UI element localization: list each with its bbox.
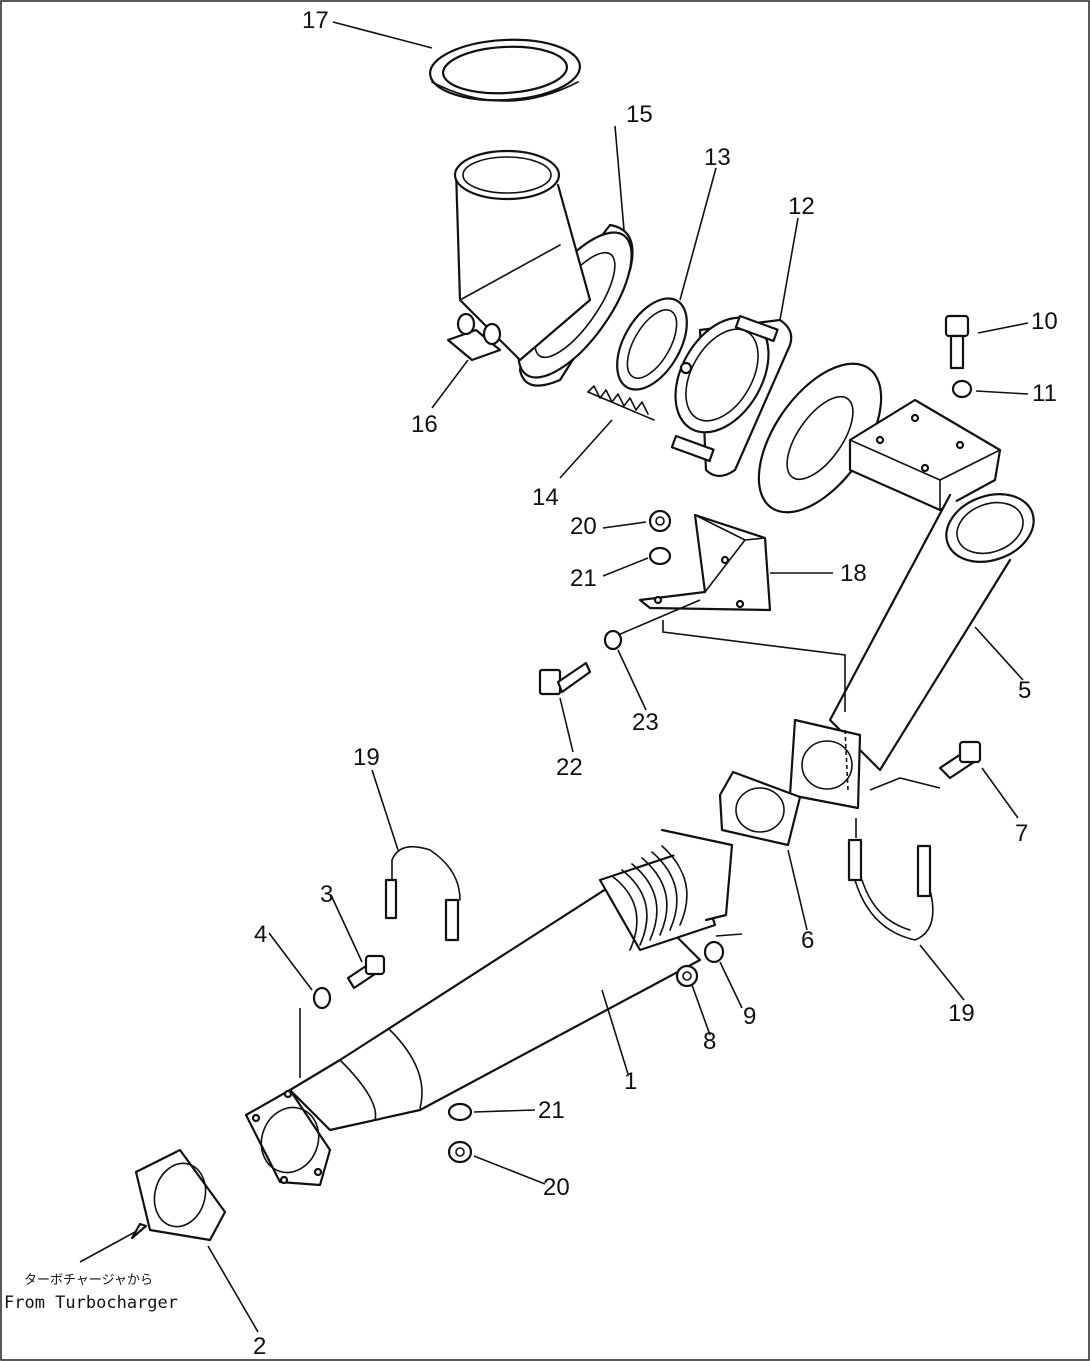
callout-23: 23 xyxy=(632,709,659,736)
callout-4: 4 xyxy=(254,921,267,948)
part-4-washer xyxy=(312,986,332,1010)
part-8-nut xyxy=(675,964,699,988)
part-15-elbow xyxy=(453,149,634,387)
part-21-washer-lower xyxy=(447,1102,473,1122)
callout-leaders xyxy=(79,21,1029,1333)
part-7-bolt xyxy=(938,740,982,780)
callout-5: 5 xyxy=(1018,677,1031,704)
callout-12: 12 xyxy=(788,193,815,220)
callout-10: 10 xyxy=(1031,308,1058,335)
part-11-washer xyxy=(951,379,973,399)
callout-20-lower: 20 xyxy=(543,1174,570,1201)
part-1-main-pipe xyxy=(244,828,734,1187)
part-16-nut-plate xyxy=(446,312,502,362)
callout-14: 14 xyxy=(532,484,559,511)
callout-21-lower: 21 xyxy=(538,1097,565,1124)
part-6-gasket xyxy=(718,770,802,847)
callout-1: 1 xyxy=(624,1068,637,1095)
part-21-washer-upper xyxy=(648,546,672,566)
callout-20-upper: 20 xyxy=(570,513,597,540)
part-17-ring xyxy=(428,38,582,102)
part-20-nut-lower xyxy=(447,1140,473,1164)
callout-21-upper: 21 xyxy=(570,565,597,592)
callout-9: 9 xyxy=(743,1003,756,1030)
callout-6: 6 xyxy=(801,927,814,954)
part-18-bracket xyxy=(638,513,772,612)
callout-18: 18 xyxy=(840,560,867,587)
part-9-washer xyxy=(703,940,725,964)
callout-19-left: 19 xyxy=(353,744,380,771)
callout-13: 13 xyxy=(704,144,731,171)
part-13-gasket xyxy=(616,297,688,391)
inlet-note-en: From Turbocharger xyxy=(4,1293,178,1313)
callout-8: 8 xyxy=(703,1028,716,1055)
part-22-bolt xyxy=(538,661,592,696)
callout-19-right: 19 xyxy=(948,1000,975,1027)
callout-3: 3 xyxy=(320,881,333,908)
callout-2: 2 xyxy=(253,1333,266,1360)
part-20-nut-upper xyxy=(648,509,672,533)
callout-16: 16 xyxy=(411,411,438,438)
part-23-washer xyxy=(603,629,623,651)
part-10-bolt xyxy=(944,314,970,370)
part-14-spring xyxy=(587,385,655,421)
callout-22: 22 xyxy=(556,754,583,781)
part-19-u-bolt-right xyxy=(847,838,934,941)
part-19-u-bolt-left xyxy=(384,845,461,942)
assembly-guide-lines xyxy=(299,599,941,1078)
callout-17: 17 xyxy=(302,7,329,34)
callout-15: 15 xyxy=(626,101,653,128)
inlet-note-jp: ターボチャージャから xyxy=(24,1273,153,1288)
part-12-flange xyxy=(670,314,793,478)
callout-11: 11 xyxy=(1032,380,1057,407)
callout-7: 7 xyxy=(1015,820,1028,847)
part-2-gasket xyxy=(134,1148,227,1242)
part-5-exhaust-pipe xyxy=(757,362,1035,810)
part-3-bolt xyxy=(346,954,386,990)
